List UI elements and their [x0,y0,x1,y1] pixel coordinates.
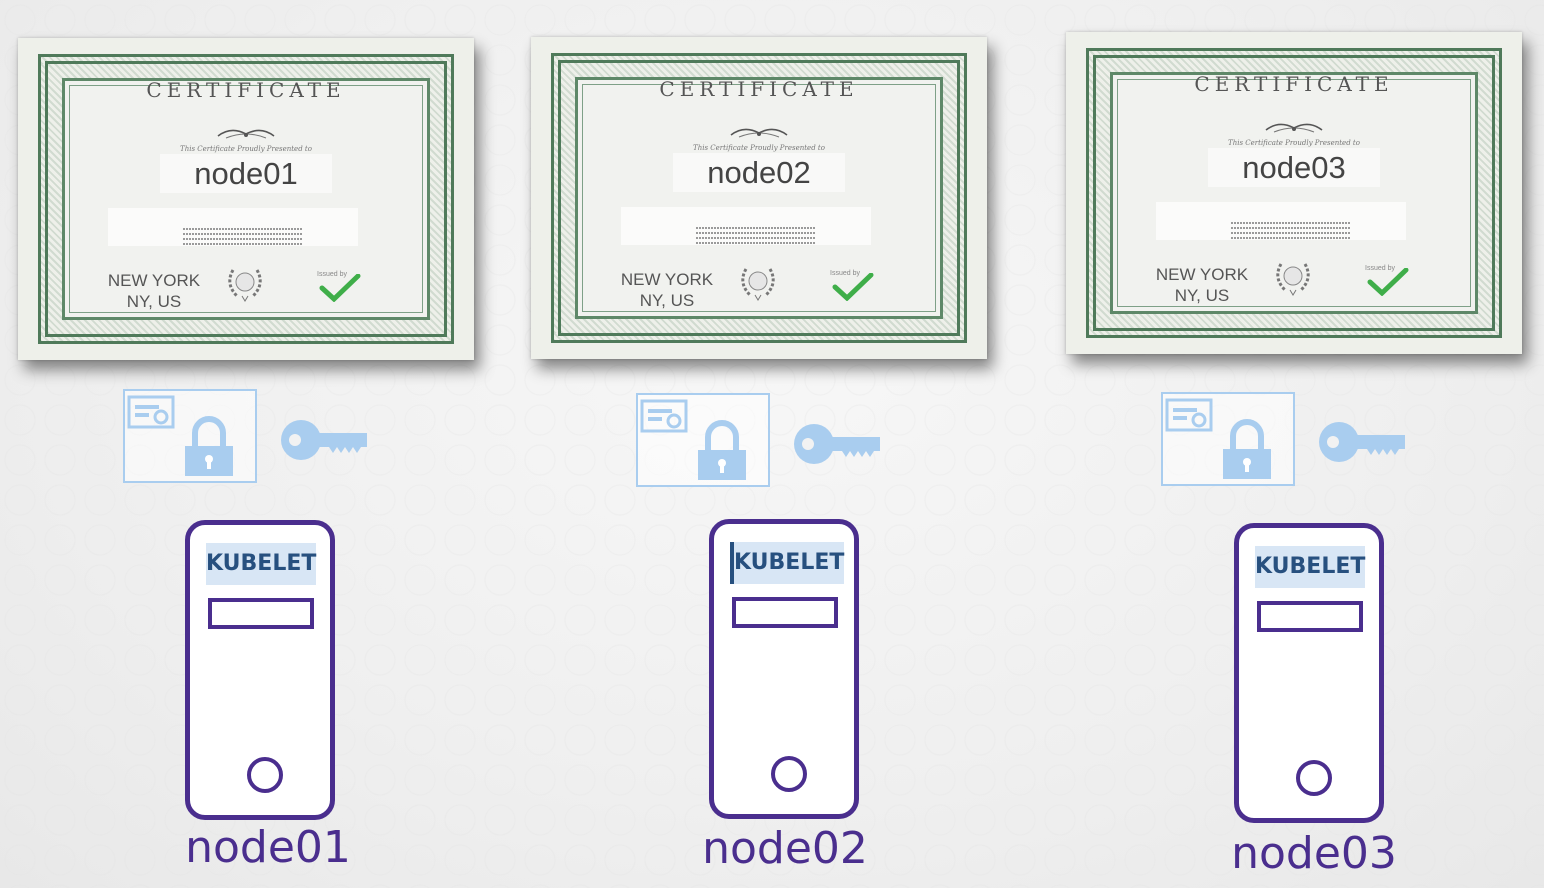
certificate-city: NEW YORK [620,270,714,289]
node-label: node03 [1231,828,1397,879]
certificate-name-row: node02 [531,153,987,192]
ornament-icon [1265,123,1323,133]
certificate-title: CERTIFICATE [659,77,859,101]
certificate-fine-print [696,227,816,247]
certificate-lock-glyph [640,399,746,480]
seal-icon [228,269,262,302]
power-button-icon [247,757,283,793]
power-button-icon [1296,760,1332,796]
certificate-location: NEW YORK NY, US [1138,264,1266,306]
node-column-2: CERTIFICATE This Certificate Proudly Pre… [0,0,987,888]
seal-icon [741,268,775,301]
drive-slot [208,598,314,629]
certificate-border [38,54,454,344]
server-icon: KUBELET [185,520,335,820]
ornament-icon [217,129,275,139]
certificate-subtitle: This Certificate Proudly Presented to [180,145,312,153]
drive-slot [732,597,838,628]
key-icon [1319,422,1405,462]
checkmark-icon [832,273,874,301]
certificate-subtitle: This Certificate Proudly Presented to [693,144,825,152]
certificate-title: CERTIFICATE [146,78,346,102]
certificate-title: CERTIFICATE [1194,72,1394,96]
issued-by-label: Issued by [1365,265,1395,272]
certificate-border [551,53,967,343]
server-icon: KUBELET [709,519,859,819]
key-icon [281,420,367,460]
certificate-card: CERTIFICATE This Certificate Proudly Pre… [1066,32,1522,354]
issued-by-label: Issued by [830,270,860,277]
certificate-lock-glyph [1165,398,1271,479]
certificate-lock-icon [1161,392,1295,486]
checkmark-icon [1367,268,1409,296]
kubelet-label: KUBELET [730,542,844,584]
certificate-lock-icon [636,393,770,487]
certificate-city: NEW YORK [1155,265,1249,284]
node-column-1: CERTIFICATE This Certificate Proudly Pre… [0,0,474,888]
node-label: node01 [185,822,351,873]
kubelet-label: KUBELET [1255,546,1365,588]
checkmark-icon [319,274,361,302]
server-icon: KUBELET [1234,523,1384,823]
certificate-city: NEW YORK [107,271,201,290]
certificate-recipient: node02 [673,153,845,192]
certificate-card: CERTIFICATE This Certificate Proudly Pre… [531,37,987,359]
certificate-subtitle: This Certificate Proudly Presented to [1228,139,1360,147]
certificate-lock-icon [123,389,257,483]
certificate-region: NY, US [1174,286,1230,305]
drive-slot [1257,601,1363,632]
kubelet-label: KUBELET [206,543,316,585]
certificate-card: CERTIFICATE This Certificate Proudly Pre… [18,38,474,360]
power-button-icon [771,756,807,792]
certificate-region: NY, US [639,291,695,310]
seal-icon [1276,263,1310,296]
certificate-recipient: node03 [1208,148,1380,187]
certificate-location: NEW YORK NY, US [90,270,218,312]
ornament-icon [730,128,788,138]
node-label: node02 [702,823,868,874]
certificate-fine-print [1231,222,1351,242]
certificate-lock-glyph [127,395,233,476]
certificate-name-row: node01 [18,154,474,193]
certificate-recipient: node01 [160,154,332,193]
certificate-location: NEW YORK NY, US [603,269,731,311]
key-icon [794,424,880,464]
certificate-fine-print [183,228,303,248]
issued-by-label: Issued by [317,271,347,278]
certificate-region: NY, US [126,292,182,311]
certificate-name-row: node03 [1066,148,1522,187]
